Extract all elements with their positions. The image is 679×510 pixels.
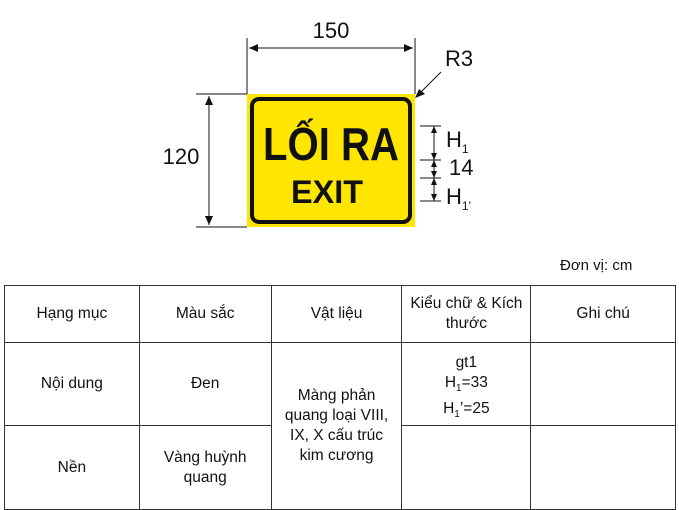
h1p-arrow-bottom: [431, 194, 437, 201]
sign-background: [247, 94, 415, 227]
sign-border: [250, 97, 412, 224]
cell-font-size: gt1 H1=33 H1’=25: [401, 341, 532, 427]
table-row: Nền Vàng huỳnh quang: [4, 425, 676, 510]
font-h1p: H1’=25: [443, 400, 490, 421]
font-h1: H1=33: [444, 374, 488, 395]
header-vat-lieu: Vật liệu: [270, 285, 403, 343]
gap-label: 14: [449, 155, 473, 180]
h1-arrow-bottom: [431, 153, 437, 160]
radius-label: R3: [445, 46, 473, 71]
cell-color-vang: Vàng huỳnh quang: [138, 425, 272, 510]
h1p-label: H1': [446, 184, 471, 213]
gap-arrow-bottom: [431, 171, 437, 178]
height-arrow-bottom: [205, 216, 213, 225]
unit-label: Đơn vị: cm: [560, 257, 633, 274]
header-kieu-chu: Kiểu chữ & Kích thước: [401, 285, 532, 343]
cell-item-nen: Nền: [4, 425, 140, 510]
width-label: 150: [313, 18, 350, 43]
sign-text-loi-ra: LỐI RA: [263, 118, 399, 170]
header-mau-sac: Màu sắc: [138, 285, 272, 343]
gap-arrow-top: [431, 160, 437, 167]
sign-text-exit: EXIT: [291, 174, 363, 210]
table-header-row: Hạng mục Màu sắc Vật liệu Kiểu chữ & Kíc…: [4, 285, 676, 343]
font-code: gt1: [455, 354, 478, 371]
cell-material: Màng phản quang loại VIII, IX, X cấu trú…: [270, 341, 403, 510]
cell-item-noi-dung: Nội dung: [4, 341, 140, 427]
cell-note: [530, 341, 676, 427]
cell-note-empty: [530, 425, 676, 510]
cell-color-den: Đen: [138, 341, 272, 427]
header-ghi-chu: Ghi chú: [530, 285, 676, 343]
width-arrow-right: [404, 44, 413, 52]
height-label: 120: [163, 144, 200, 169]
header-hang-muc: Hạng mục: [4, 285, 140, 343]
height-arrow-top: [205, 96, 213, 105]
width-arrow-left: [249, 44, 258, 52]
sign-diagram: 150 120 LỐI RA EXIT R3 H1 14 H1': [163, 18, 473, 228]
h1p-arrow-top: [431, 178, 437, 185]
spec-table: Hạng mục Màu sắc Vật liệu Kiểu chữ & Kíc…: [4, 285, 676, 510]
table-row: Nội dung Đen Màng phản quang loại VIII, …: [4, 341, 676, 510]
radius-arrow: [415, 89, 425, 98]
h1-label: H1: [446, 127, 469, 156]
h1-arrow-top: [431, 126, 437, 133]
cell-font-empty: [401, 425, 532, 510]
